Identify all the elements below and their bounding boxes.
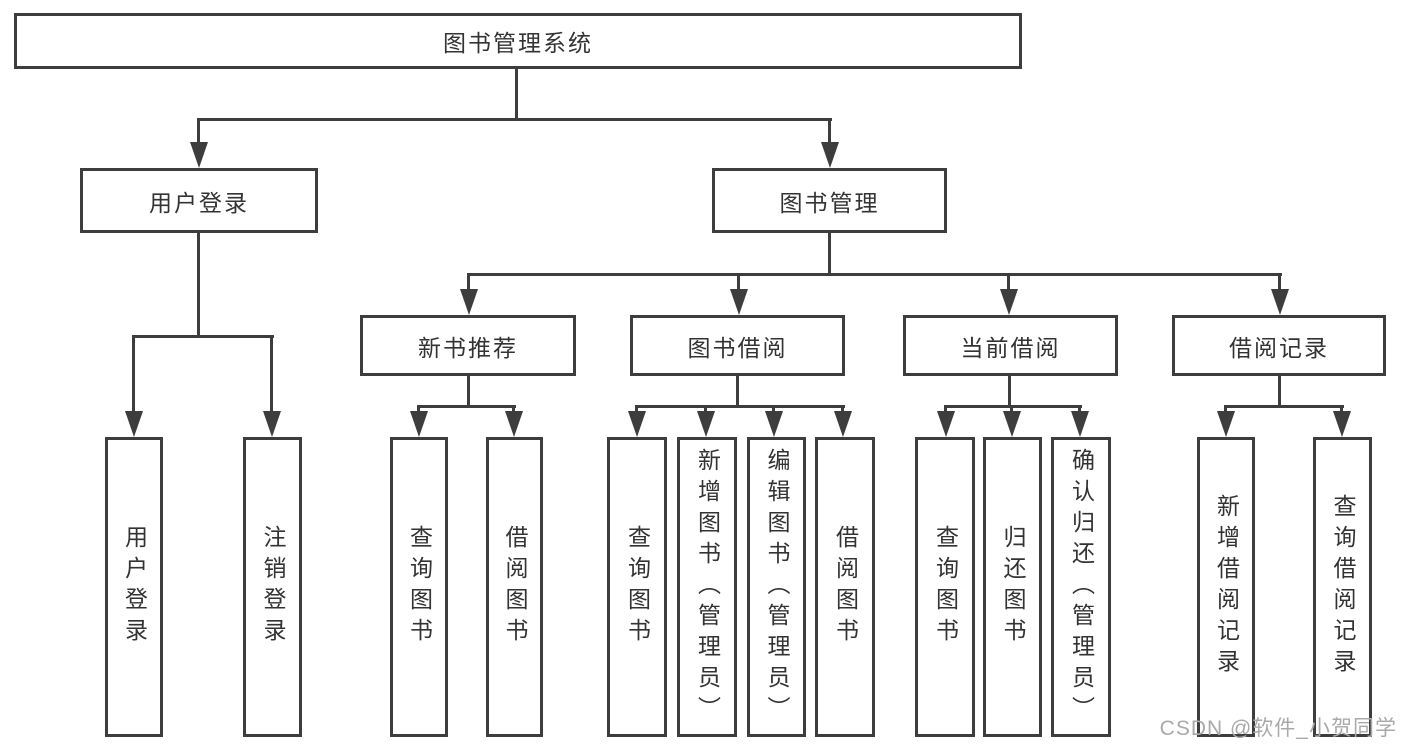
leaf-bb-add-books-admin: 新增图书（管理员） (677, 437, 737, 737)
arrow-stem (828, 118, 831, 148)
leaf-br-add-record: 新增借阅记录 (1197, 437, 1255, 737)
connector-level2-rail (197, 118, 832, 121)
leaf-bb-edit-books-admin: 编辑图书（管理员） (747, 437, 806, 737)
connector-arrow-book-mgmt (821, 118, 839, 168)
connector-book-borrow-stem (736, 376, 739, 408)
connector-arrow-br-add (1217, 405, 1235, 437)
connector-new-book-rail (417, 405, 516, 408)
connector-arrow-leaf-logout (263, 335, 281, 437)
leaf-br-query-record: 查询借阅记录 (1313, 437, 1372, 737)
arrow-stem (737, 273, 740, 295)
arrow-down-icon (1003, 411, 1021, 437)
connector-arrow-cb-query (937, 405, 955, 437)
connector-book-borrow-rail (635, 405, 845, 408)
arrow-stem (270, 335, 273, 417)
connector-borrow-record-rail (1224, 405, 1344, 408)
connector-user-login-stem (197, 233, 200, 338)
connector-arrow-book-borrow (730, 273, 748, 315)
connector-user-login-rail (132, 335, 274, 338)
connector-arrow-cb-confirm (1071, 405, 1089, 437)
connector-book-mgmt-stem (828, 233, 831, 276)
connector-arrow-bb-add (697, 405, 715, 437)
connector-borrow-record-stem (1278, 376, 1281, 408)
arrow-down-icon (1000, 289, 1018, 315)
connector-arrow-leaf-user-login (125, 335, 143, 437)
connector-arrow-bb-query (628, 405, 646, 437)
arrow-down-icon (834, 411, 852, 437)
connector-arrow-br-query (1333, 405, 1351, 437)
node-book-mgmt: 图书管理 (712, 168, 947, 233)
arrow-down-icon (937, 411, 955, 437)
connector-new-book-stem (467, 376, 470, 408)
arrow-down-icon (697, 411, 715, 437)
arrow-down-icon (263, 411, 281, 437)
arrow-stem (132, 335, 135, 417)
arrow-down-icon (1071, 411, 1089, 437)
connector-arrow-bb-borrow (834, 405, 852, 437)
arrow-down-icon (505, 411, 523, 437)
connector-level3-rail (467, 273, 1282, 276)
arrow-down-icon (821, 142, 839, 168)
connector-root-stem (515, 69, 518, 121)
leaf-bb-borrow-books: 借阅图书 (815, 437, 875, 737)
arrow-down-icon (125, 411, 143, 437)
node-user-login: 用户登录 (80, 168, 318, 233)
leaf-bb-query-books: 查询图书 (607, 437, 667, 737)
arrow-down-icon (730, 289, 748, 315)
leaf-cb-confirm-return-admin: 确认归还（管理员） (1051, 437, 1111, 737)
leaf-cb-return-books: 归还图书 (983, 437, 1042, 737)
leaf-cb-query-books: 查询图书 (915, 437, 975, 737)
node-new-book-rec: 新书推荐 (360, 315, 576, 376)
leaf-logout: 注销登录 (243, 437, 302, 737)
node-library-system: 图书管理系统 (14, 13, 1022, 69)
connector-arrow-current-borrow (1000, 273, 1018, 315)
arrow-down-icon (190, 142, 208, 168)
connector-arrow-user-login (190, 118, 208, 168)
arrow-stem (197, 118, 200, 148)
arrow-down-icon (1333, 411, 1351, 437)
connector-arrow-bb-edit (765, 405, 783, 437)
leaf-nb-borrow-books: 借阅图书 (486, 437, 543, 737)
arrow-down-icon (460, 289, 478, 315)
arrow-down-icon (1271, 289, 1289, 315)
arrow-stem (1278, 273, 1281, 295)
arrow-stem (1007, 273, 1010, 295)
node-book-borrow: 图书借阅 (630, 315, 845, 376)
node-borrow-record: 借阅记录 (1172, 315, 1386, 376)
connector-arrow-nb-borrow (505, 405, 523, 437)
connector-arrow-nb-query (410, 405, 428, 437)
arrow-down-icon (765, 411, 783, 437)
arrow-down-icon (628, 411, 646, 437)
connector-arrow-new-book (460, 273, 478, 315)
arrow-down-icon (1217, 411, 1235, 437)
connector-current-borrow-rail (944, 405, 1082, 408)
connector-arrow-borrow-record (1271, 273, 1289, 315)
watermark: CSDN @软件_小贺同学 (1159, 717, 1397, 740)
connector-current-borrow-stem (1008, 376, 1011, 408)
node-current-borrow: 当前借阅 (903, 315, 1118, 376)
arrow-down-icon (410, 411, 428, 437)
arrow-stem (467, 273, 470, 295)
leaf-user-login: 用户登录 (105, 437, 163, 737)
connector-arrow-cb-return (1003, 405, 1021, 437)
leaf-nb-query-books: 查询图书 (390, 437, 448, 737)
